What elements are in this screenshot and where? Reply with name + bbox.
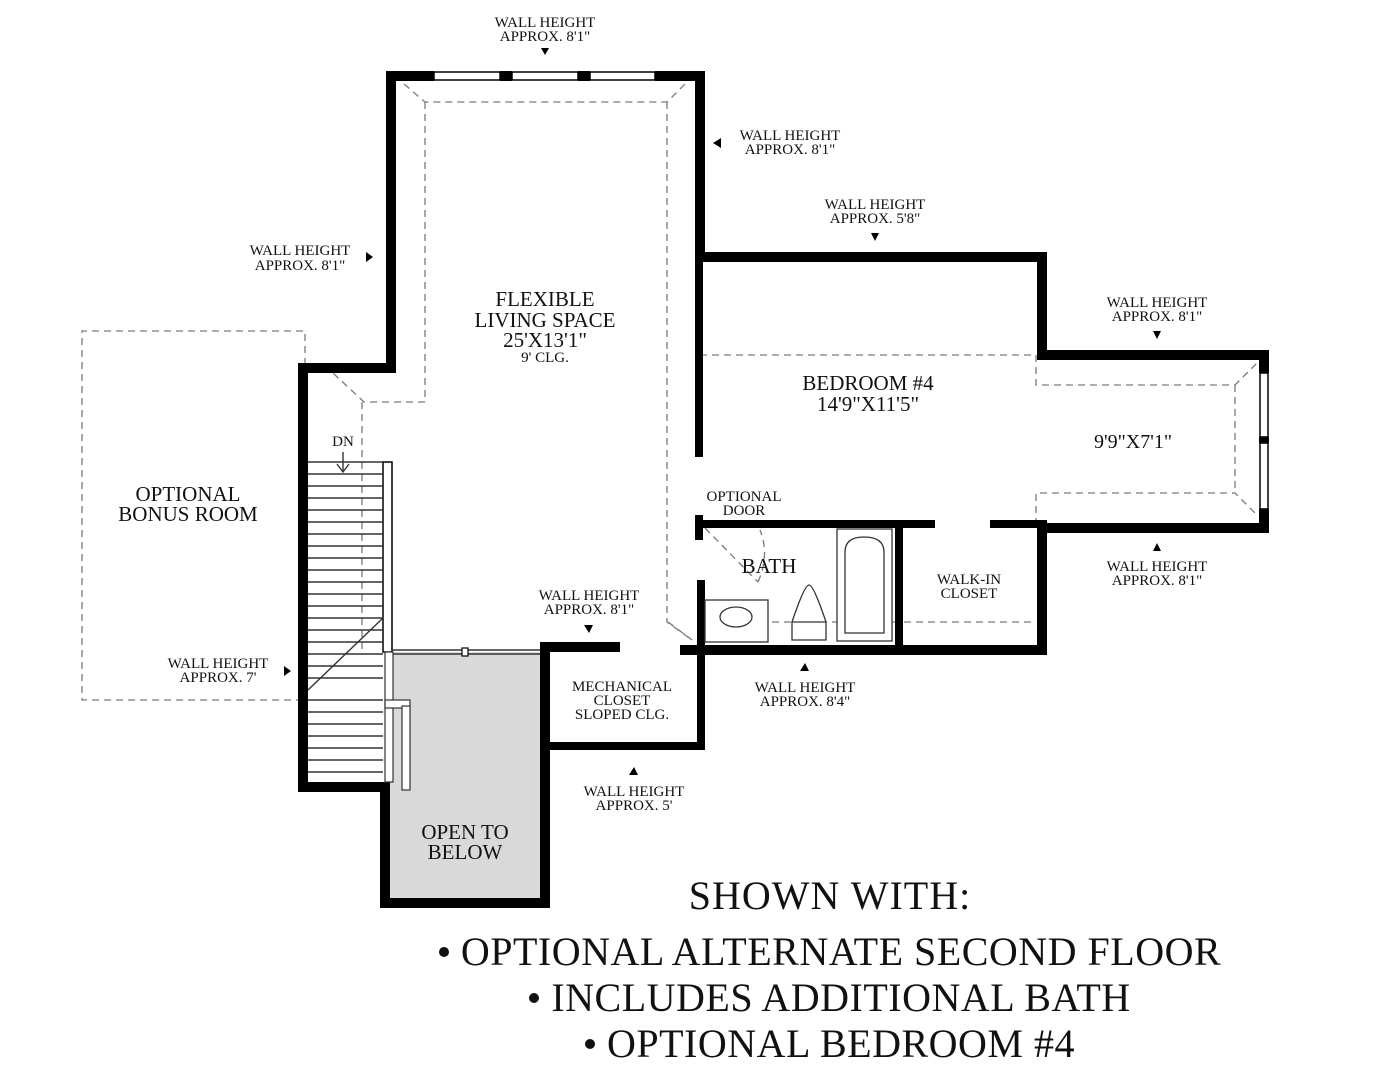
optional-door-label-1: OPTIONAL xyxy=(707,489,782,505)
bonus-room-outline xyxy=(81,330,306,701)
wall-height-mech-bottom-1: WALL HEIGHT xyxy=(584,784,685,800)
arrow-right-icon xyxy=(284,666,291,676)
arrow-down-icon xyxy=(541,48,549,55)
wall-height-bath-bottom-1: WALL HEIGHT xyxy=(755,680,856,696)
note-item: OPTIONAL ALTERNATE SECOND FLOOR xyxy=(380,928,1280,975)
wall-height-living-bottom-1: WALL HEIGHT xyxy=(539,588,640,604)
arrow-down-icon xyxy=(584,625,593,633)
walkin-label-1: WALK-IN xyxy=(937,572,1001,588)
room-labels: FLEXIBLE LIVING SPACE 25'X13'1" 9' CLG. … xyxy=(118,287,1172,864)
bath-fixtures xyxy=(667,527,893,643)
mech-label-1: MECHANICAL xyxy=(572,679,672,695)
wall-height-ext-top-2: APPROX. 8'1" xyxy=(1112,309,1203,325)
wall-height-living-bottom-2: APPROX. 8'1" xyxy=(544,602,635,618)
stair-down-label: DN xyxy=(332,434,354,450)
flexible-dimensions: 25'X13'1" xyxy=(503,328,587,352)
wall-height-bedroom-top-2: APPROX. 5'8" xyxy=(830,211,921,227)
sink-icon xyxy=(719,606,753,628)
note-item-text: OPTIONAL ALTERNATE SECOND FLOOR xyxy=(460,929,1222,974)
mech-label-2: CLOSET xyxy=(594,693,651,709)
wall-height-ext-top-1: WALL HEIGHT xyxy=(1107,295,1208,311)
walls xyxy=(298,71,1269,908)
wall-height-bedroom-top-1: WALL HEIGHT xyxy=(825,197,926,213)
bedroom-dimensions: 14'9"X11'5" xyxy=(817,392,919,416)
toilet-icon xyxy=(791,584,827,641)
wall-height-ext-bottom-1: WALL HEIGHT xyxy=(1107,559,1208,575)
flexible-label-1: FLEXIBLE xyxy=(495,287,594,311)
walkin-label-2: CLOSET xyxy=(941,586,998,602)
wall-height-left-upper-2: APPROX. 8'1" xyxy=(255,258,346,274)
staircase xyxy=(307,452,540,791)
windows xyxy=(433,71,1269,510)
arrow-up-icon xyxy=(800,663,809,671)
wall-height-stair-left-2: APPROX. 7' xyxy=(180,670,257,686)
arrow-down-icon xyxy=(871,233,879,241)
wall-height-top-1: WALL HEIGHT xyxy=(495,15,596,31)
optional-door-swing xyxy=(704,527,766,583)
note-item-text: INCLUDES ADDITIONAL BATH xyxy=(551,975,1131,1020)
wall-height-ext-bottom-2: APPROX. 8'1" xyxy=(1112,573,1203,589)
wall-height-stair-left-1: WALL HEIGHT xyxy=(168,656,269,672)
optional-door-label-2: DOOR xyxy=(723,503,766,519)
living-space-ceiling-lines xyxy=(332,83,693,650)
wall-height-bath-bottom-2: APPROX. 8'4" xyxy=(760,694,851,710)
bonus-room-label-1: OPTIONAL xyxy=(136,482,241,506)
bullet-icon xyxy=(438,946,449,957)
wall-height-left-upper-1: WALL HEIGHT xyxy=(250,243,351,259)
mech-label-3: SLOPED CLG. xyxy=(575,707,669,723)
bath-label: BATH xyxy=(742,554,797,578)
arrow-right-icon xyxy=(366,252,373,262)
arrow-up-icon xyxy=(629,767,638,775)
bullet-icon xyxy=(529,992,540,1003)
open-below-label-1: OPEN TO xyxy=(421,820,508,844)
bedroom-extension-dimensions: 9'9"X7'1" xyxy=(1094,431,1172,453)
bullet-icon xyxy=(584,1038,595,1049)
bedroom-label: BEDROOM #4 xyxy=(802,371,934,395)
bonus-room-label-2: BONUS ROOM xyxy=(118,502,258,526)
arrow-left-icon xyxy=(713,138,721,148)
note-item: INCLUDES ADDITIONAL BATH xyxy=(380,974,1280,1021)
arrow-up-icon xyxy=(1153,543,1161,551)
wall-height-labels: WALL HEIGHT APPROX. 8'1" WALL HEIGHT APP… xyxy=(168,15,1208,814)
wall-height-right-upper-2: APPROX. 8'1" xyxy=(745,142,836,158)
wall-height-top-2: APPROX. 8'1" xyxy=(500,29,591,45)
wall-height-mech-bottom-2: APPROX. 5' xyxy=(596,798,673,814)
flexible-label-2: LIVING SPACE xyxy=(475,308,616,332)
open-below-label-2: BELOW xyxy=(428,840,503,864)
note-item: OPTIONAL BEDROOM #4 xyxy=(380,1020,1280,1067)
open-to-below-area xyxy=(390,652,540,898)
notes-heading: SHOWN WITH: xyxy=(688,873,972,918)
wall-height-right-upper-1: WALL HEIGHT xyxy=(740,128,841,144)
arrow-down-icon xyxy=(1153,331,1161,339)
flexible-ceiling: 9' CLG. xyxy=(521,350,569,366)
note-item-text: OPTIONAL BEDROOM #4 xyxy=(606,1021,1075,1066)
